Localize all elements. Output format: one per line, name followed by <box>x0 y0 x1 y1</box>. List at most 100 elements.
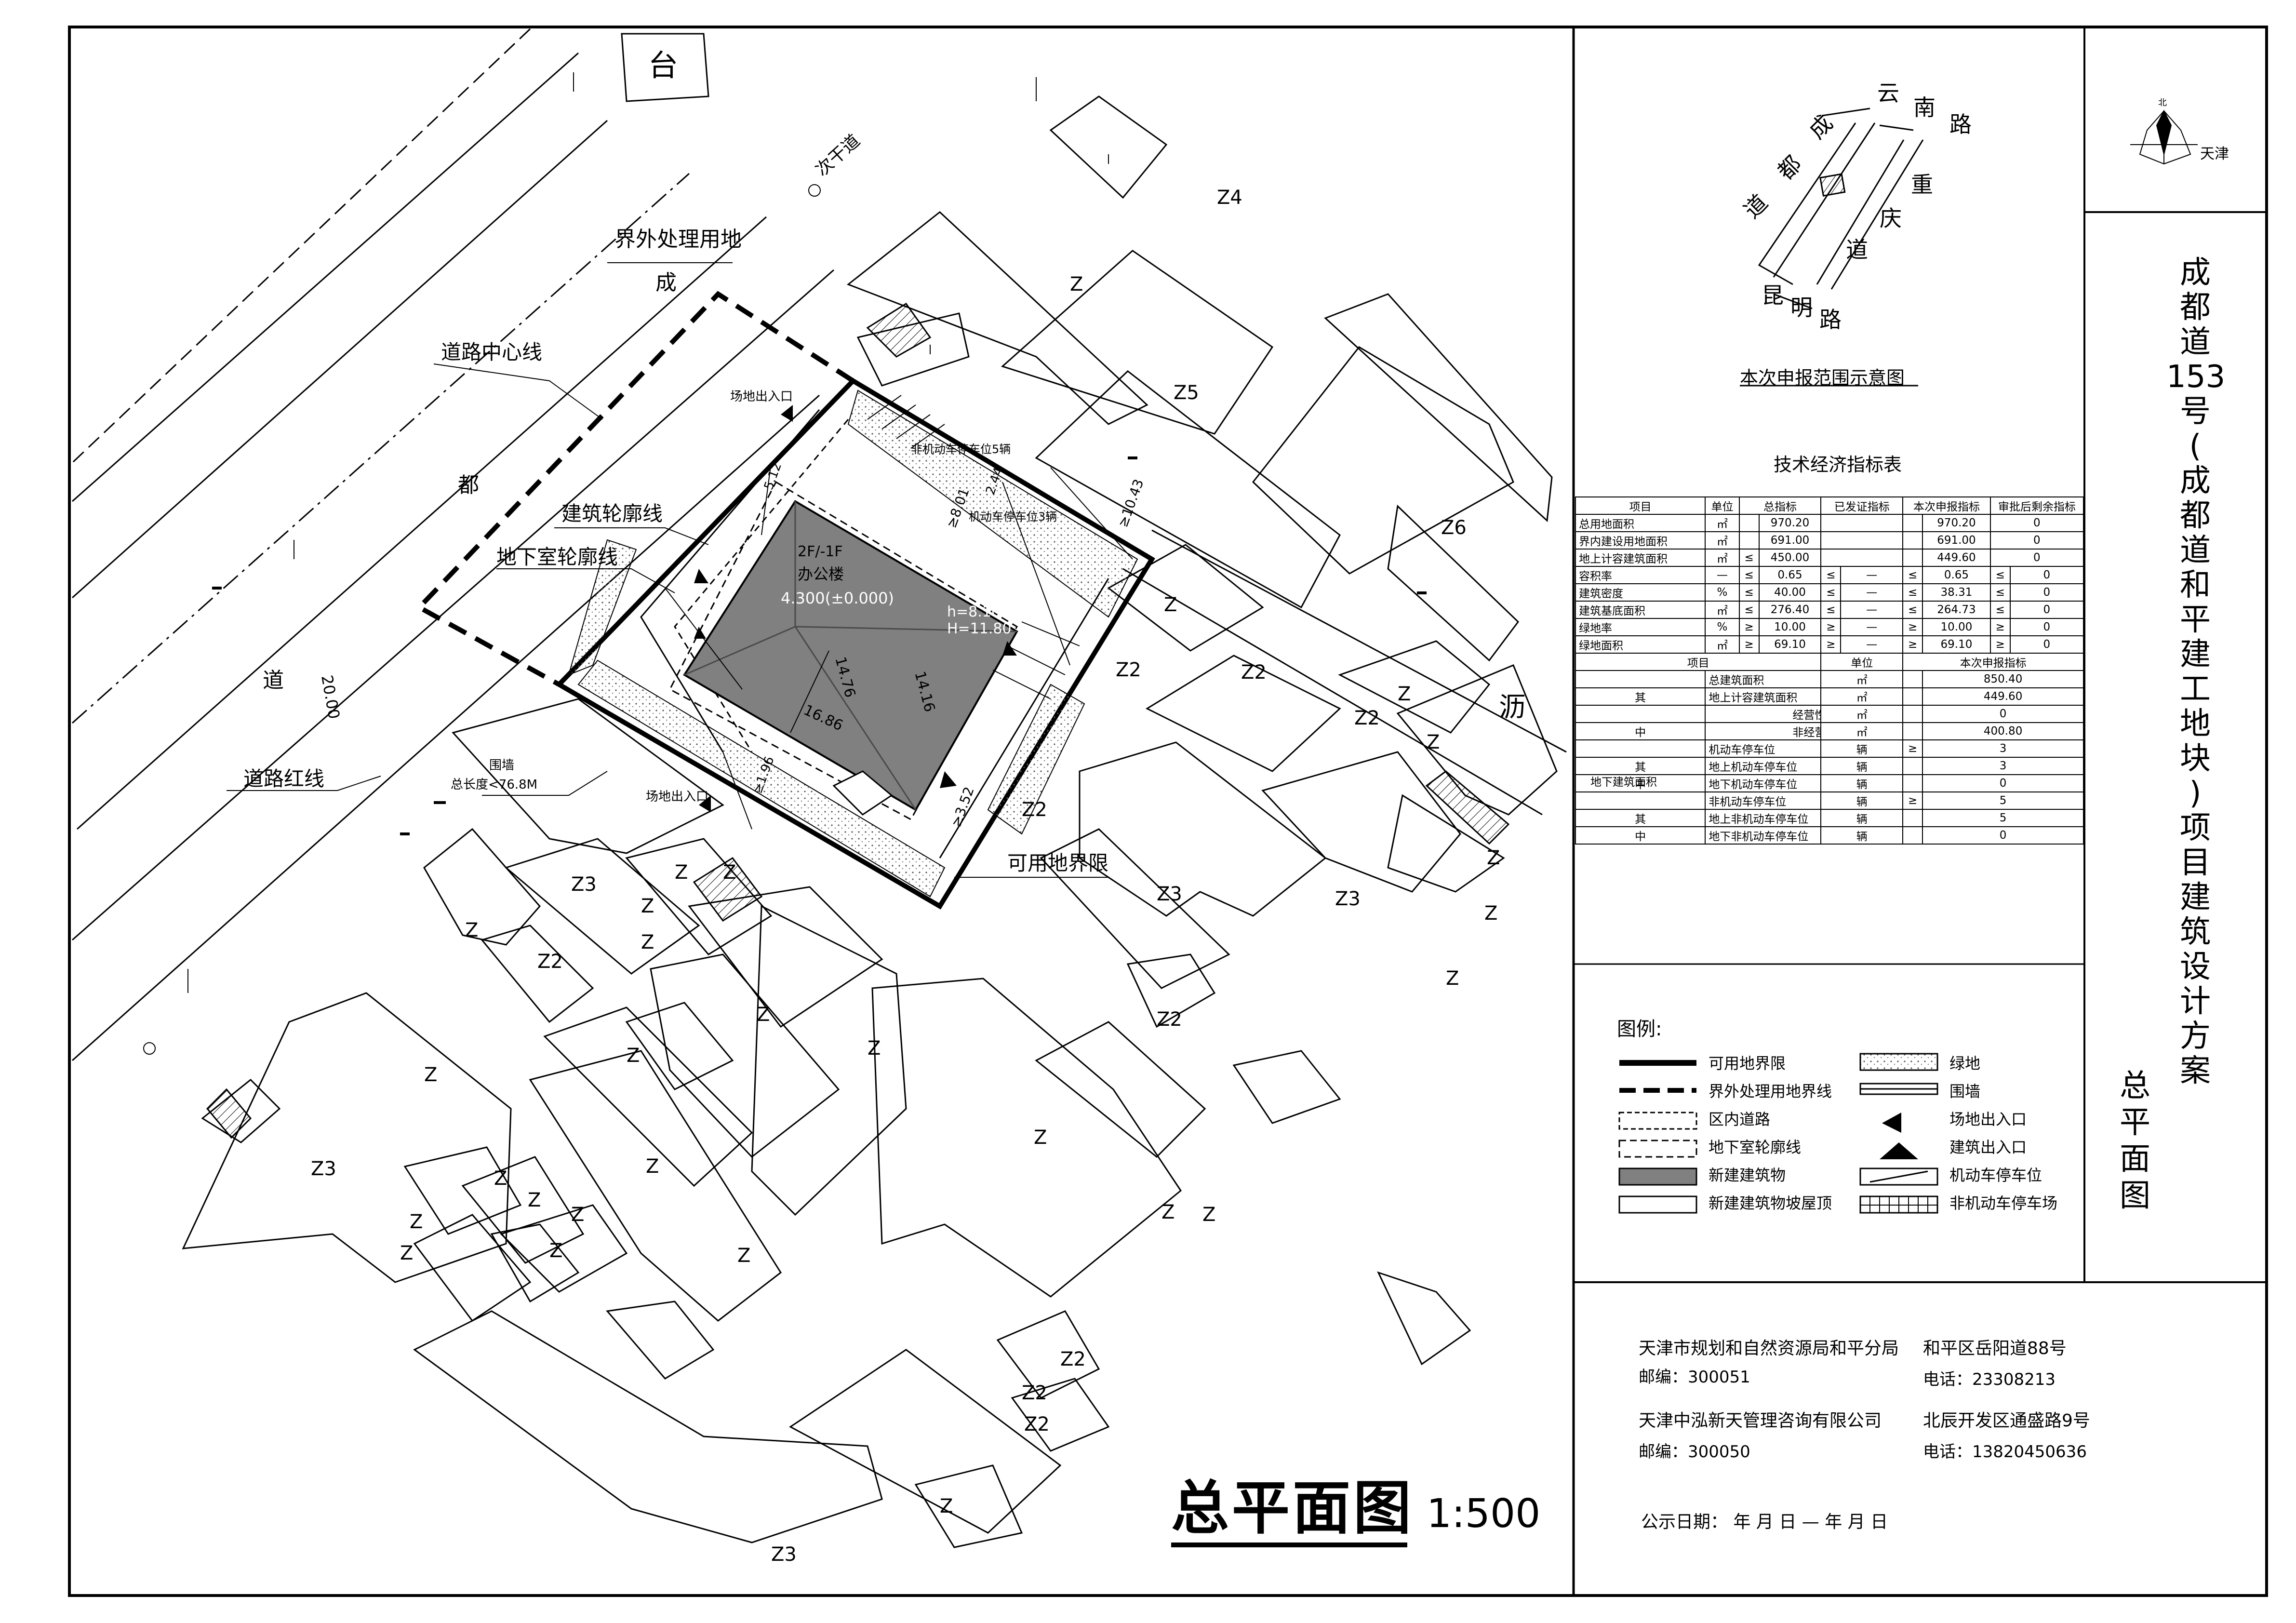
label-site-entry-2: 场地出入口 <box>646 790 709 804</box>
tech-val: 3 <box>1922 739 2084 758</box>
tech-cell: 970.20 <box>1922 514 1991 532</box>
legend-item: 机动车停车位 <box>1949 1166 2042 1184</box>
tech-name: 地上非机动车停车位 <box>1705 809 1822 827</box>
tech-name: 总建筑面积 <box>1705 670 1822 688</box>
tech-side: 中 <box>1575 774 1706 792</box>
contact-addr1: 和平区岳阳道88号 <box>1923 1339 2067 1358</box>
th2-unit: 单位 <box>1820 653 1904 671</box>
legend-title: 图例: <box>1617 1018 1662 1040</box>
tech-name: 机动车停车位 <box>1705 739 1822 758</box>
tech-cell: — <box>1840 566 1904 584</box>
label-site-entry-1: 场地出入口 <box>730 389 793 404</box>
zone-label: Z4 <box>1217 187 1242 209</box>
zone-label: Z <box>757 1004 770 1026</box>
tech-val: 5 <box>1922 809 2084 827</box>
zone-label: Z2 <box>1022 799 1047 821</box>
zone-label: Z <box>646 1155 659 1178</box>
legend-swatches <box>1618 1053 1938 1214</box>
label-building-outline: 建筑轮廓线 <box>561 502 663 525</box>
tech-cell: ≤ <box>1989 601 2011 619</box>
zone-label: Z <box>1161 1201 1175 1223</box>
tech-cell: 总用地面积 <box>1575 514 1706 532</box>
tech-cell: ≥ <box>1738 635 1760 654</box>
tech-cell: 276.40 <box>1758 601 1822 619</box>
zone-label: Z3 <box>311 1158 336 1180</box>
zone-label: Z2 <box>1024 1413 1050 1435</box>
tech-cell: 38.31 <box>1922 583 1991 602</box>
zone-label: Z2 <box>1157 1008 1182 1031</box>
zone-label: Z5 <box>1174 382 1199 404</box>
legend-item: 建筑出入口 <box>1949 1138 2027 1156</box>
zone-label: Z2 <box>1116 659 1141 681</box>
zone-label: Z <box>424 1064 438 1086</box>
label-elevation: 4.300(±0.000) <box>781 589 894 607</box>
tech-cell: 0 <box>2009 618 2084 636</box>
label-wall: 围墙 <box>489 758 515 773</box>
tech-row2: 经营性建筑面积㎡0 <box>1575 705 2084 723</box>
label-road-center: 道路中心线 <box>441 340 543 364</box>
tech-cell: 40.00 <box>1758 583 1822 602</box>
tech-val: 0 <box>1922 774 2084 792</box>
legend-item: 区内道路 <box>1709 1110 1771 1128</box>
label-road-char-3: 道 <box>263 668 284 693</box>
zone-label: Z6 <box>1441 517 1467 539</box>
label-height-H: H=11.80 <box>947 620 1012 637</box>
tech-op <box>1902 705 1923 723</box>
tech-op <box>1902 774 1923 792</box>
zone-label: Z2 <box>1241 661 1267 684</box>
publish-date: 公示日期： 年 月 日 — 年 月 日 <box>1641 1512 1888 1532</box>
tech-op <box>1902 809 1923 827</box>
tech-val: 0 <box>1922 826 2084 845</box>
th-item: 项目 <box>1575 496 1706 515</box>
tech-cell <box>1902 514 1923 532</box>
zone-label: Z2 <box>1060 1348 1086 1370</box>
zone-label: Z <box>1070 273 1083 295</box>
tech-cell: ≥ <box>1902 618 1923 636</box>
keymap-road-char: 道 <box>1846 237 1868 263</box>
label-bike-parking: 非机动车停车位5辆 <box>911 443 1011 456</box>
tech-cell: 地上计容建筑面积 <box>1575 549 1706 567</box>
legend-item: 界外处理用地界线 <box>1709 1082 1832 1100</box>
tech-val: 0 <box>1922 705 2084 723</box>
zone-label: Z <box>723 861 736 884</box>
tech-cell: 0 <box>2009 601 2084 619</box>
legend-item: 可用地界限 <box>1709 1054 1786 1073</box>
tech-cell: — <box>1840 618 1904 636</box>
tech-cell <box>1738 514 1760 532</box>
label-road-char-1: 成 <box>655 270 677 295</box>
zone-label: Z <box>1034 1127 1047 1149</box>
th-unit: 单位 <box>1705 496 1740 515</box>
contact-org1: 天津市规划和自然资源局和平分局 <box>1639 1339 1899 1358</box>
zone-label: Z <box>940 1495 953 1517</box>
tech-cell: 970.20 <box>1758 514 1822 532</box>
tech-side: 其 <box>1575 757 1706 775</box>
legend-item: 新建建筑物 <box>1709 1166 1786 1184</box>
zone-label: Z <box>494 1167 507 1190</box>
tech-op <box>1902 687 1923 706</box>
tech-cell <box>1820 549 1904 567</box>
tech-cell: ≤ <box>1902 601 1923 619</box>
tech-cell: ≥ <box>1902 635 1923 654</box>
th-current: 本次申报指标 <box>1902 496 1991 515</box>
zone-label: Z <box>641 931 654 953</box>
tech-row: 容积率—≤0.65≤—≤0.65≤0 <box>1575 566 2084 584</box>
tech-table: #tt { border-collapse:collapse; width:10… <box>1575 496 2084 845</box>
zone-label: Z3 <box>1335 888 1361 910</box>
keymap-road-char: 庆 <box>1880 205 1902 231</box>
tech-op: ≥ <box>1902 739 1923 758</box>
tech-unit: 辆 <box>1820 791 1904 810</box>
th2-item: 项目 <box>1575 653 1822 671</box>
label-building-floors: 2F/-1F <box>798 543 843 560</box>
tech-name: 非经营性建筑面积 <box>1705 722 1822 740</box>
zone-label: Z <box>641 895 654 917</box>
legend-item: 地下室轮廓线 <box>1709 1138 1802 1156</box>
tech-cell: ㎡ <box>1705 531 1740 550</box>
tech-cell: ≤ <box>1738 583 1760 602</box>
tech-unit: ㎡ <box>1820 705 1904 723</box>
